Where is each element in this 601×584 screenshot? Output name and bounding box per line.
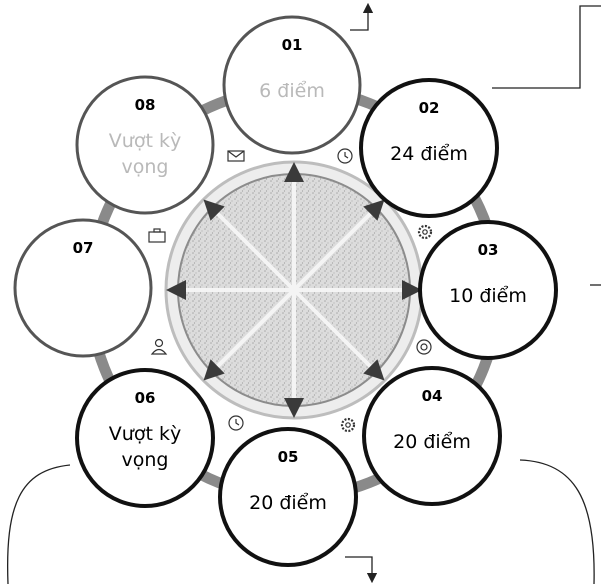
spoke-arrow bbox=[203, 199, 225, 221]
spoke-arrow bbox=[203, 359, 225, 381]
step-label: Vượt kỳ bbox=[109, 423, 181, 445]
gear-icon bbox=[340, 417, 356, 433]
node-circle bbox=[359, 78, 499, 218]
node-circle bbox=[75, 75, 215, 215]
step-number: 02 bbox=[419, 99, 440, 117]
node-circle bbox=[222, 15, 362, 155]
target-icon bbox=[416, 339, 432, 355]
clock-icon bbox=[337, 148, 353, 164]
node-circle bbox=[218, 427, 358, 567]
step-node-01: 01 6 điểm bbox=[222, 15, 362, 155]
step-node-02: 02 24 điểm bbox=[359, 78, 499, 218]
hub-spoke bbox=[209, 288, 296, 375]
step-label: Vượt kỳ bbox=[109, 130, 181, 152]
step-number: 06 bbox=[135, 389, 156, 407]
spoke-arrow bbox=[166, 280, 186, 300]
step-label: vọng bbox=[122, 449, 169, 471]
step-number: 03 bbox=[478, 241, 499, 259]
spoke-arrow bbox=[363, 359, 385, 381]
step-number: 08 bbox=[135, 96, 156, 114]
spoke-arrow bbox=[284, 398, 304, 418]
briefcase-icon bbox=[148, 228, 166, 243]
step-label: 6 điểm bbox=[259, 80, 325, 102]
step-number: 07 bbox=[73, 239, 94, 257]
person-icon bbox=[150, 338, 168, 355]
clock-icon bbox=[228, 415, 244, 431]
hub-spoke bbox=[292, 205, 379, 292]
step-number: 05 bbox=[278, 448, 299, 466]
spoke-arrow bbox=[284, 162, 304, 182]
step-number: 04 bbox=[422, 387, 443, 405]
step-node-03: 03 10 điểm bbox=[418, 220, 558, 360]
step-label: vọng bbox=[122, 156, 169, 178]
step-node-04: 04 20 điểm bbox=[362, 366, 502, 506]
node-circle bbox=[75, 368, 215, 508]
node-circle bbox=[362, 366, 502, 506]
mail-icon bbox=[227, 150, 245, 162]
step-label: 10 điểm bbox=[449, 285, 527, 307]
hub-spoke bbox=[292, 288, 379, 375]
step-node-07: 07 bbox=[13, 218, 153, 358]
step-label: 20 điểm bbox=[249, 492, 327, 514]
spoke-arrow bbox=[363, 199, 385, 221]
step-label: 24 điểm bbox=[390, 143, 468, 165]
step-label: 20 điểm bbox=[393, 431, 471, 453]
gear-icon bbox=[417, 224, 433, 240]
step-number: 01 bbox=[282, 36, 303, 54]
spoke-arrow bbox=[402, 280, 422, 300]
node-circle bbox=[418, 220, 558, 360]
hub-spoke bbox=[209, 205, 296, 292]
decorative-lines bbox=[6, 2, 601, 584]
center-hub bbox=[164, 160, 424, 420]
step-node-05: 05 20 điểm bbox=[218, 427, 358, 567]
node-circle bbox=[13, 218, 153, 358]
